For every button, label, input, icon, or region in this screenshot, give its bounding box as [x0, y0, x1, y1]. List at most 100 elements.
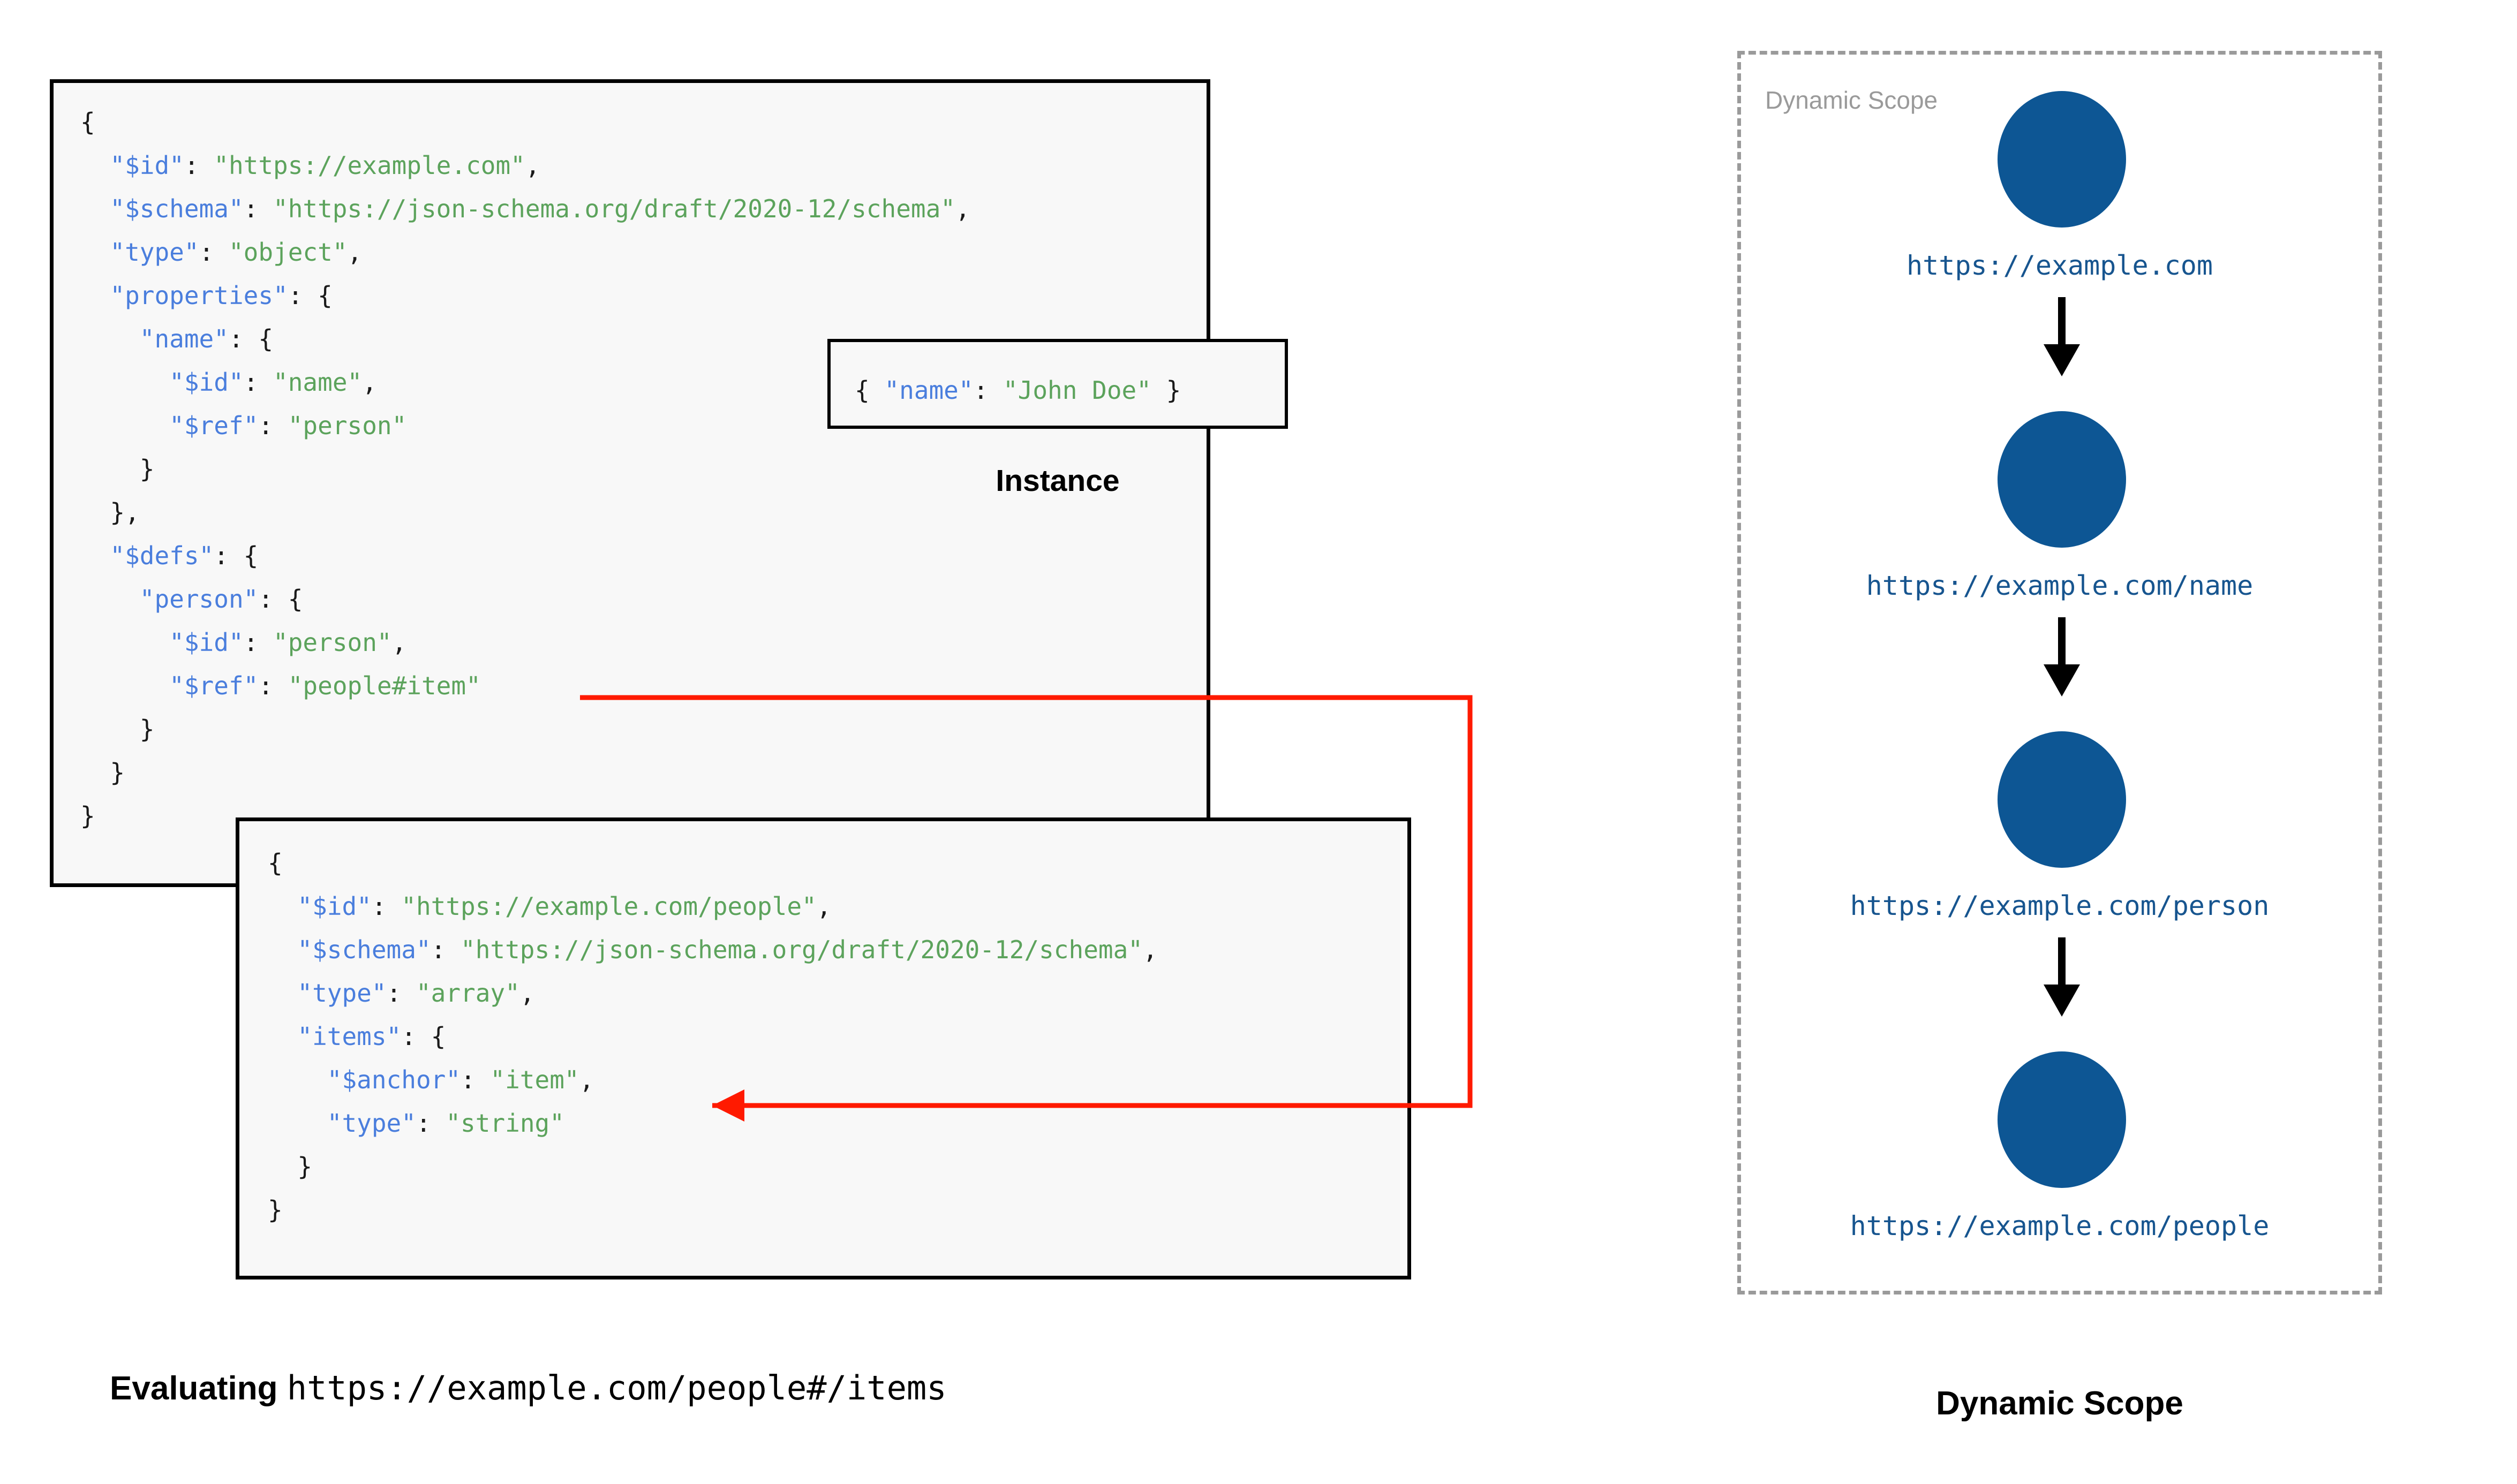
- json-key: "$defs": [110, 541, 214, 570]
- json-punct: [80, 368, 169, 397]
- json-key: "$ref": [169, 671, 259, 700]
- json-punct: :: [431, 935, 461, 964]
- json-punct: ,: [579, 1065, 594, 1094]
- json-key: "name": [139, 324, 229, 353]
- scope-node-circle: [1998, 411, 2126, 548]
- json-string: "https://json-schema.org/draft/2020-12/s…: [461, 935, 1143, 964]
- evaluating-label: Evaluating: [110, 1370, 287, 1407]
- code-line: "$defs": {: [80, 534, 970, 578]
- json-punct: :: [371, 892, 402, 921]
- dynamic-scope-panel: [1737, 51, 2382, 1294]
- json-punct: [80, 671, 169, 700]
- json-key: "$schema": [297, 935, 431, 964]
- json-string: "person": [288, 411, 407, 440]
- json-key: "name": [884, 376, 974, 405]
- code-line: },: [80, 491, 970, 534]
- scope-node-label: https://example.com/name: [1866, 570, 2254, 601]
- json-punct: }: [80, 801, 95, 830]
- json-punct: :: [199, 238, 229, 267]
- json-key: "$id": [297, 892, 372, 921]
- json-punct: [268, 1022, 297, 1051]
- json-key: "$schema": [110, 194, 244, 223]
- json-string: "John Doe": [1003, 376, 1151, 405]
- code-line: "type": "array",: [268, 972, 1158, 1015]
- json-punct: :: [258, 671, 288, 700]
- json-punct: :: [258, 411, 288, 440]
- scope-node-label: https://example.com/person: [1850, 890, 2270, 921]
- json-punct: },: [80, 498, 140, 527]
- scope-flow-arrow: [2044, 617, 2080, 696]
- code-line: "type": "string": [268, 1102, 1158, 1145]
- json-punct: ,: [1142, 935, 1158, 964]
- code-line: "$id": "https://example.com",: [80, 144, 970, 187]
- json-punct: ,: [362, 368, 377, 397]
- code-line: "name": {: [80, 317, 970, 361]
- code-line: {: [80, 101, 970, 144]
- json-punct: }: [80, 455, 155, 483]
- json-punct: [80, 628, 169, 657]
- code-line: "$anchor": "item",: [268, 1058, 1158, 1102]
- json-punct: ,: [519, 979, 535, 1008]
- json-punct: {: [268, 849, 283, 877]
- json-punct: }: [1151, 376, 1181, 405]
- code-line: "$schema": "https://json-schema.org/draf…: [80, 187, 970, 231]
- json-punct: [80, 324, 140, 353]
- code-line: "items": {: [268, 1015, 1158, 1058]
- scope-node-label: https://example.com/people: [1850, 1210, 2270, 1241]
- scope-node-circle: [1998, 1051, 2126, 1188]
- json-punct: :: [973, 376, 1003, 405]
- json-punct: ,: [816, 892, 832, 921]
- json-punct: [268, 1109, 327, 1138]
- json-punct: :: [184, 151, 214, 180]
- json-punct: :: [416, 1109, 446, 1138]
- json-key: "$anchor": [327, 1065, 461, 1094]
- code-line: }: [80, 794, 970, 838]
- json-string: "people#item": [288, 671, 481, 700]
- json-punct: :: [461, 1065, 491, 1094]
- instance-label: Instance: [996, 464, 1120, 498]
- scope-node-label: https://example.com: [1906, 250, 2213, 281]
- json-punct: [80, 281, 110, 310]
- json-punct: ,: [955, 194, 970, 223]
- code-line: "$id": "name",: [80, 361, 970, 404]
- json-punct: [80, 411, 169, 440]
- code-line: }: [268, 1188, 1158, 1232]
- ref-to-anchor-arrow: [580, 695, 1473, 1122]
- json-punct: }: [80, 715, 155, 744]
- json-punct: ,: [347, 238, 363, 267]
- code-line: "$schema": "https://json-schema.org/draf…: [268, 928, 1158, 972]
- json-key: "type": [327, 1109, 416, 1138]
- json-punct: }: [80, 758, 125, 787]
- json-punct: :: [243, 368, 274, 397]
- json-punct: :: [243, 628, 274, 657]
- code-line: }: [268, 1145, 1158, 1188]
- json-punct: : {: [258, 585, 303, 614]
- json-key: "$id": [169, 628, 244, 657]
- scope-node-circle: [1998, 731, 2126, 868]
- json-punct: [268, 892, 297, 921]
- json-string: "https://json-schema.org/draft/2020-12/s…: [273, 194, 955, 223]
- json-punct: [268, 1065, 327, 1094]
- instance-box: [827, 339, 1288, 429]
- json-punct: }: [268, 1195, 283, 1224]
- root-schema-box: [50, 79, 1210, 887]
- code-line: "person": {: [80, 578, 970, 621]
- code-line: }: [80, 751, 970, 794]
- code-line: }: [80, 448, 970, 491]
- json-punct: [80, 585, 140, 614]
- json-punct: [80, 541, 110, 570]
- people-schema-box: [236, 817, 1411, 1279]
- json-string: "array": [416, 979, 520, 1008]
- json-string: "https://example.com/people": [401, 892, 817, 921]
- json-punct: }: [268, 1152, 313, 1181]
- json-string: "item": [490, 1065, 579, 1094]
- code-line: "properties": {: [80, 274, 970, 317]
- json-punct: : {: [228, 324, 274, 353]
- dynamic-scope-caption: Dynamic Scope: [1936, 1385, 2183, 1422]
- instance-code: { "name": "John Doe" }: [855, 377, 1181, 404]
- json-key: "properties": [110, 281, 288, 310]
- json-key: "$ref": [169, 411, 259, 440]
- code-line: "$ref": "people#item": [80, 664, 970, 708]
- root-schema-code: { "$id": "https://example.com", "$schema…: [80, 101, 970, 838]
- json-key: "person": [139, 585, 259, 614]
